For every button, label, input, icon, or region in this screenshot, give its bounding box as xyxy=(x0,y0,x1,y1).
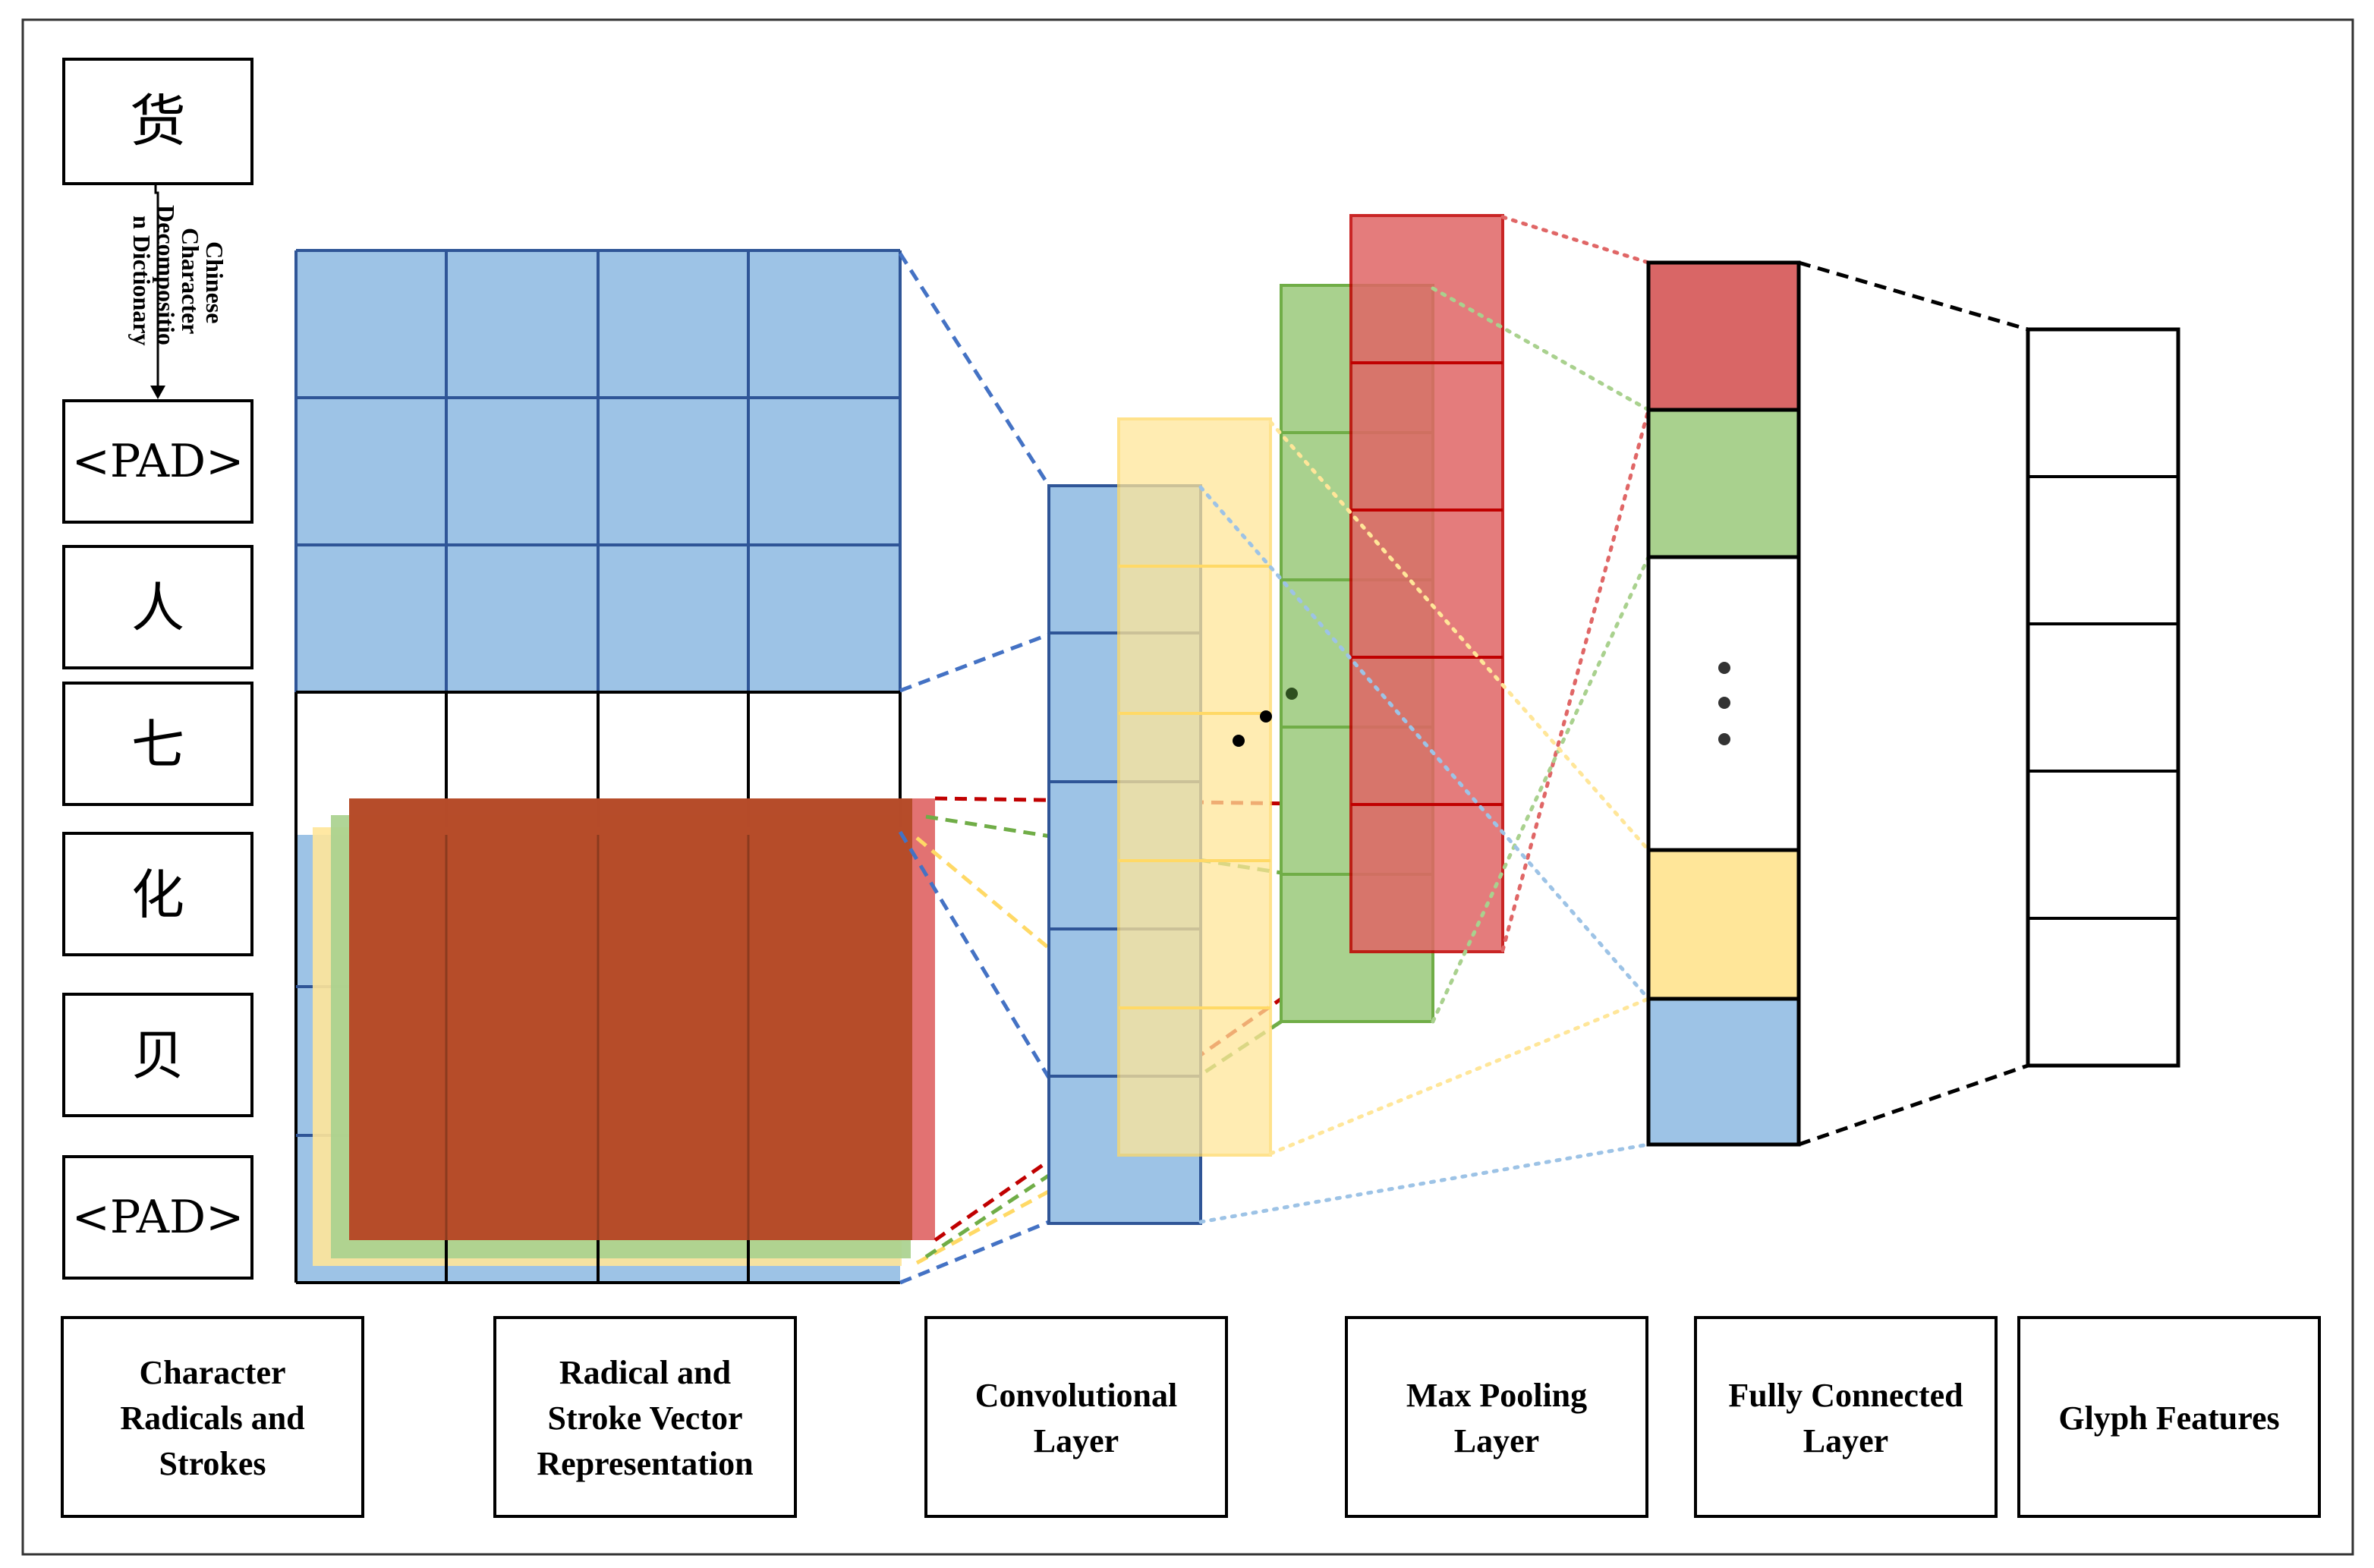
stage-4-line-1: Max Pooling xyxy=(1406,1377,1587,1414)
stage-1-line-1: Character xyxy=(139,1354,285,1391)
pool-ellipsis-icon xyxy=(1718,662,1730,745)
char-label-2: 人 xyxy=(131,577,184,639)
source-char-box xyxy=(62,58,253,185)
char-box-6: <PAD> xyxy=(62,1155,253,1280)
conv-ellipsis-icon xyxy=(1233,688,1298,747)
filter-grid-lines xyxy=(445,835,750,1240)
stage-fully-connected: Fully Connected Layer xyxy=(1694,1316,1998,1518)
char-box-5: 贝 xyxy=(62,993,253,1117)
vector-representation xyxy=(294,249,935,1284)
stage-3-line-1: Convolutional xyxy=(975,1377,1178,1414)
dictionary-label-line-1: Chinese xyxy=(201,241,228,323)
pool-cell-yellow xyxy=(1646,848,1801,1001)
char-label-4: 化 xyxy=(131,864,184,926)
dictionary-label-line-4: n Dictionary xyxy=(128,216,156,346)
char-box-1: <PAD> xyxy=(62,399,253,524)
stage-max-pooling: Max Pooling Layer xyxy=(1345,1316,1648,1518)
char-box-3: 七 xyxy=(62,682,253,806)
connectors-fc-to-glyph xyxy=(1798,260,2029,1147)
connectors-conv-to-fc xyxy=(1198,215,1651,1224)
stage-5-line-2: Layer xyxy=(1803,1422,1888,1459)
char-label-3: 七 xyxy=(131,713,184,776)
stage-1-line-3: Strokes xyxy=(159,1445,266,1482)
stage-labels: Character Radicals and Strokes Radical a… xyxy=(61,1316,2321,1518)
stage-4-line-2: Layer xyxy=(1454,1422,1539,1459)
stage-vector-representation: Radical and Stroke Vector Representation xyxy=(493,1316,797,1518)
pooling-column xyxy=(1646,260,1801,1147)
stage-2-line-2: Stroke Vector xyxy=(547,1400,742,1437)
stage-character-radicals: Character Radicals and Strokes xyxy=(61,1316,364,1518)
source-char: 货 xyxy=(130,89,186,154)
conv-stack-yellow xyxy=(1117,417,1272,1157)
grid-lines-footer xyxy=(445,1240,750,1283)
grid-lines-top xyxy=(294,249,902,692)
glyph-features-column xyxy=(2026,327,2180,1068)
pool-cell-red xyxy=(1646,260,1801,412)
dictionary-label-line-2: Character xyxy=(177,228,204,334)
filter-overlap xyxy=(349,798,912,1240)
stage-2-line-3: Representation xyxy=(537,1445,753,1482)
pool-cell-blue xyxy=(1646,997,1801,1147)
stage-1-line-2: Radicals and xyxy=(120,1400,304,1437)
stage-2-line-1: Radical and xyxy=(559,1354,731,1391)
char-box-2: 人 xyxy=(62,545,253,669)
char-box-4: 化 xyxy=(62,832,253,956)
char-label-5: 贝 xyxy=(131,1025,184,1087)
arrow-head-icon xyxy=(150,386,165,399)
outer-frame xyxy=(21,18,2354,1556)
stage-glyph-features: Glyph Features xyxy=(2017,1316,2321,1518)
dictionary-label-line-3: Decompositio xyxy=(153,205,180,345)
pool-cell-green xyxy=(1646,408,1801,559)
input-character-column: 货 <PAD> 人 七 化 贝 <PAD> Chines xyxy=(62,58,253,1280)
stage-6-line-1: Glyph Features xyxy=(2058,1400,2279,1437)
decomposition-arrow xyxy=(154,184,159,387)
dictionary-label: Chinese Character Decompositio n Diction… xyxy=(128,205,228,346)
stage-5-line-1: Fully Connected xyxy=(1728,1377,1963,1414)
stage-3-line-2: Layer xyxy=(1034,1422,1119,1459)
stage-convolutional: Convolutional Layer xyxy=(924,1316,1228,1518)
char-label-1: <PAD> xyxy=(72,435,244,488)
conv-stack-red xyxy=(1349,214,1504,953)
char-label-6: <PAD> xyxy=(72,1191,244,1244)
